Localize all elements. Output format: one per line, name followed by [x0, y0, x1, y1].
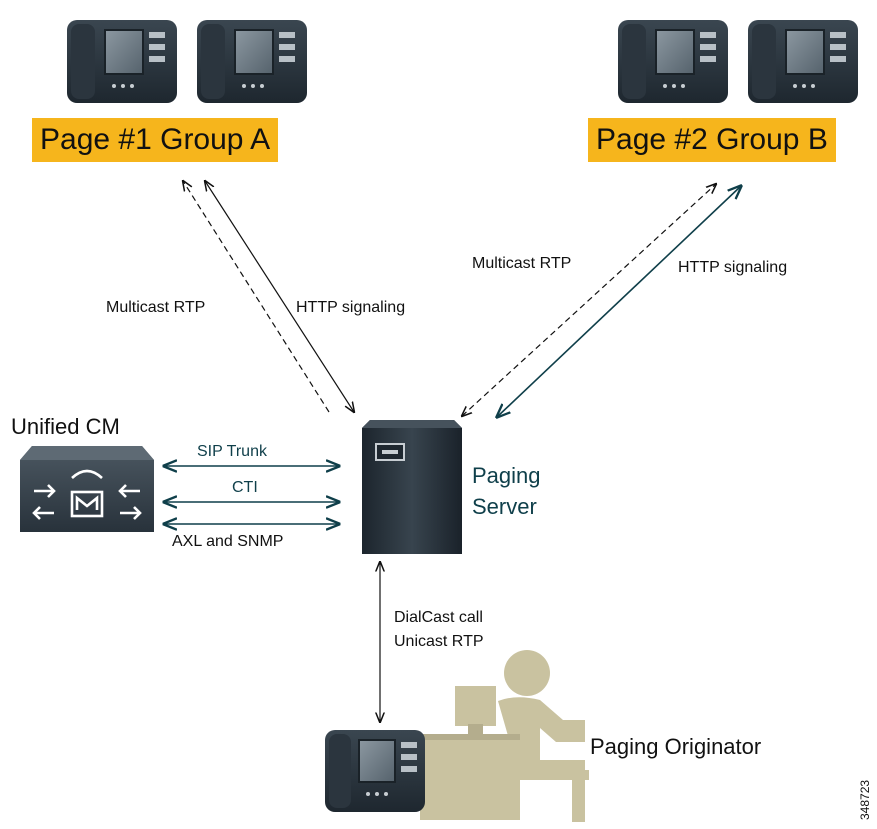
group-a-multicast-arrow [183, 181, 330, 413]
group-a-http-label: HTTP signaling [296, 299, 406, 316]
workstation-user-icon [325, 650, 589, 822]
figure-id: 348723 [858, 779, 872, 820]
group-a-label: Page #1 Group A [32, 118, 279, 162]
group-b-http-arrow [497, 186, 741, 417]
dialcast-label-line2: Unicast RTP [394, 633, 484, 650]
sip-trunk-label: SIP Trunk [197, 443, 267, 460]
group-b-label: Page #2 Group B [588, 118, 836, 162]
group-a-multicast-label: Multicast RTP [106, 299, 206, 316]
paging-server-label-line1: Paging [472, 463, 541, 488]
server-icon [362, 420, 462, 554]
cti-label: CTI [232, 479, 258, 496]
axl-snmp-label: AXL and SNMP [172, 533, 284, 550]
group-a-http-arrow [205, 181, 354, 412]
unified-cm-label: Unified CM [11, 414, 120, 439]
ip-phone-icon [197, 20, 307, 103]
paging-server-label-line2: Server [472, 494, 537, 519]
ip-phone-icon [67, 20, 177, 103]
dialcast-label-line1: DialCast call [394, 609, 483, 626]
ip-phone-icon [618, 20, 728, 103]
ip-phone-icon [748, 20, 858, 103]
ip-phone-icon [325, 730, 425, 812]
paging-originator-label: Paging Originator [590, 734, 762, 759]
group-b-http-label: HTTP signaling [678, 259, 788, 276]
group-b-multicast-label: Multicast RTP [472, 255, 572, 272]
unified-cm-icon [20, 446, 154, 532]
group-b-multicast-arrow [462, 184, 716, 416]
